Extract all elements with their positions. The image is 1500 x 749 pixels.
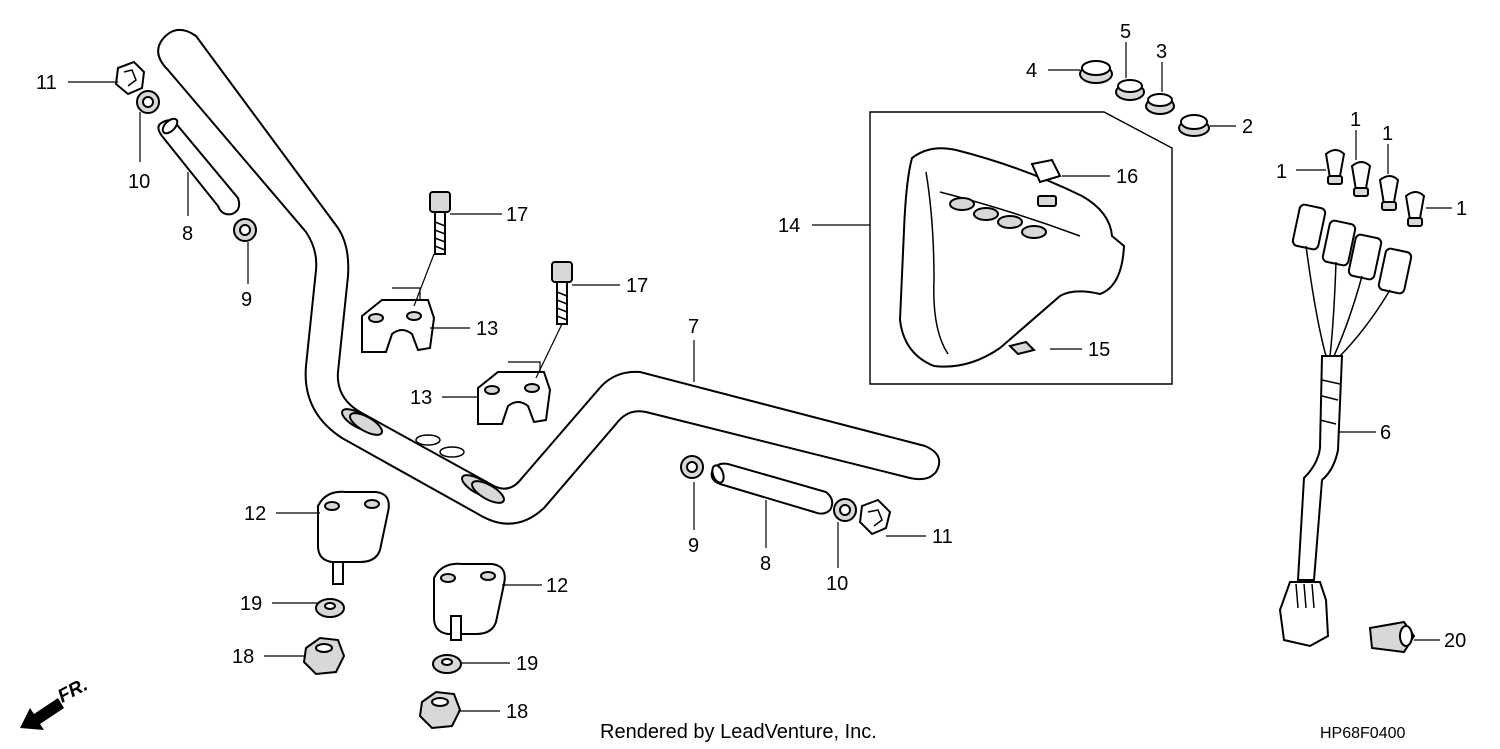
callout-6[interactable]: 6 xyxy=(1380,422,1391,444)
callout-labels: 11 10 8 9 17 17 13 13 7 12 12 19 19 18 1… xyxy=(36,21,1467,723)
diagram-code: HP68F0400 xyxy=(1320,725,1405,742)
callout-9-right[interactable]: 9 xyxy=(688,535,699,557)
handlebar[interactable] xyxy=(157,29,941,525)
bar-end-clip-right[interactable] xyxy=(858,498,892,536)
callout-10-right[interactable]: 10 xyxy=(826,573,848,595)
collar-nut-right[interactable] xyxy=(833,498,857,522)
handlebar-upper-holder-1[interactable] xyxy=(361,299,436,353)
knob-cap-3[interactable] xyxy=(1145,93,1175,115)
holder-washer-1[interactable] xyxy=(315,598,345,618)
handlebar-upper-holder-2[interactable] xyxy=(477,371,552,425)
bulb-2[interactable] xyxy=(1350,161,1372,197)
harness-clamp-20[interactable] xyxy=(1368,620,1416,654)
callout-1-d[interactable]: 1 xyxy=(1456,198,1467,220)
handlebar-lower-holder-1[interactable] xyxy=(317,490,390,585)
callout-15[interactable]: 15 xyxy=(1088,339,1110,361)
indicator-wire-harness[interactable] xyxy=(1278,203,1413,648)
callout-18-left[interactable]: 18 xyxy=(232,646,254,668)
knob-cap-4[interactable] xyxy=(1079,60,1113,84)
knob-cap-2[interactable] xyxy=(1178,114,1210,137)
callout-2[interactable]: 2 xyxy=(1242,116,1253,138)
callout-17-lower[interactable]: 17 xyxy=(626,275,648,297)
render-credit: Rendered by LeadVenture, Inc. xyxy=(600,721,877,743)
cover-assembly-frame xyxy=(869,111,1173,385)
callout-10-left[interactable]: 10 xyxy=(128,171,150,193)
cover-grommet-15[interactable] xyxy=(1008,340,1036,356)
bar-end-weight-right[interactable] xyxy=(710,462,834,515)
callout-19-left[interactable]: 19 xyxy=(240,593,262,615)
callout-11-right[interactable]: 11 xyxy=(932,526,953,548)
callout-8-right[interactable]: 8 xyxy=(760,553,771,575)
callout-9-left[interactable]: 9 xyxy=(241,289,252,311)
callout-13-upper[interactable]: 13 xyxy=(476,318,498,340)
handlebar-lower-holder-2[interactable] xyxy=(433,562,506,641)
bulb-1[interactable] xyxy=(1324,149,1346,185)
callout-8-left[interactable]: 8 xyxy=(182,223,193,245)
callout-13-lower[interactable]: 13 xyxy=(410,387,432,409)
front-direction-indicator: FR. xyxy=(20,675,91,730)
bar-end-clip-left[interactable] xyxy=(114,60,146,96)
callout-1-a[interactable]: 1 xyxy=(1276,161,1287,183)
leader-lines xyxy=(68,42,1452,712)
holder-nut-2[interactable] xyxy=(418,690,462,730)
holder-washer-2[interactable] xyxy=(432,654,462,674)
callout-12-left[interactable]: 12 xyxy=(244,503,266,525)
collar-nut-left[interactable] xyxy=(136,90,160,114)
bulb-4[interactable] xyxy=(1404,191,1426,227)
handlebar-knurl-right xyxy=(461,474,505,504)
handlebar-knurl-left xyxy=(341,408,383,436)
callout-5[interactable]: 5 xyxy=(1120,21,1131,43)
callout-18-right[interactable]: 18 xyxy=(506,701,528,723)
callout-4[interactable]: 4 xyxy=(1026,60,1037,82)
cover-plug-16[interactable] xyxy=(1030,158,1062,184)
callout-12-right[interactable]: 12 xyxy=(546,575,568,597)
callout-7[interactable]: 7 xyxy=(688,316,699,338)
callout-19-right[interactable]: 19 xyxy=(516,653,538,675)
handlebar-holder-marks xyxy=(415,434,465,458)
star-washer-left[interactable] xyxy=(233,218,257,242)
holder-bolt-2[interactable] xyxy=(551,261,573,325)
callout-20[interactable]: 20 xyxy=(1444,630,1466,652)
handlebar-cover[interactable] xyxy=(898,147,1126,368)
callout-16[interactable]: 16 xyxy=(1116,166,1138,188)
callout-1-c[interactable]: 1 xyxy=(1382,123,1393,145)
callout-17-upper[interactable]: 17 xyxy=(506,204,528,226)
callout-1-b[interactable]: 1 xyxy=(1350,109,1361,131)
bulb-3[interactable] xyxy=(1378,175,1400,211)
knob-cap-5[interactable] xyxy=(1115,79,1145,101)
callout-14[interactable]: 14 xyxy=(778,215,800,237)
holder-nut-1[interactable] xyxy=(302,636,346,676)
callout-3[interactable]: 3 xyxy=(1156,41,1167,63)
holder-bolt-1[interactable] xyxy=(429,191,451,255)
callout-11-left[interactable]: 11 xyxy=(36,72,57,94)
bar-end-weight-left[interactable] xyxy=(157,116,241,216)
star-washer-right[interactable] xyxy=(680,455,704,479)
front-arrow-icon xyxy=(20,698,64,730)
